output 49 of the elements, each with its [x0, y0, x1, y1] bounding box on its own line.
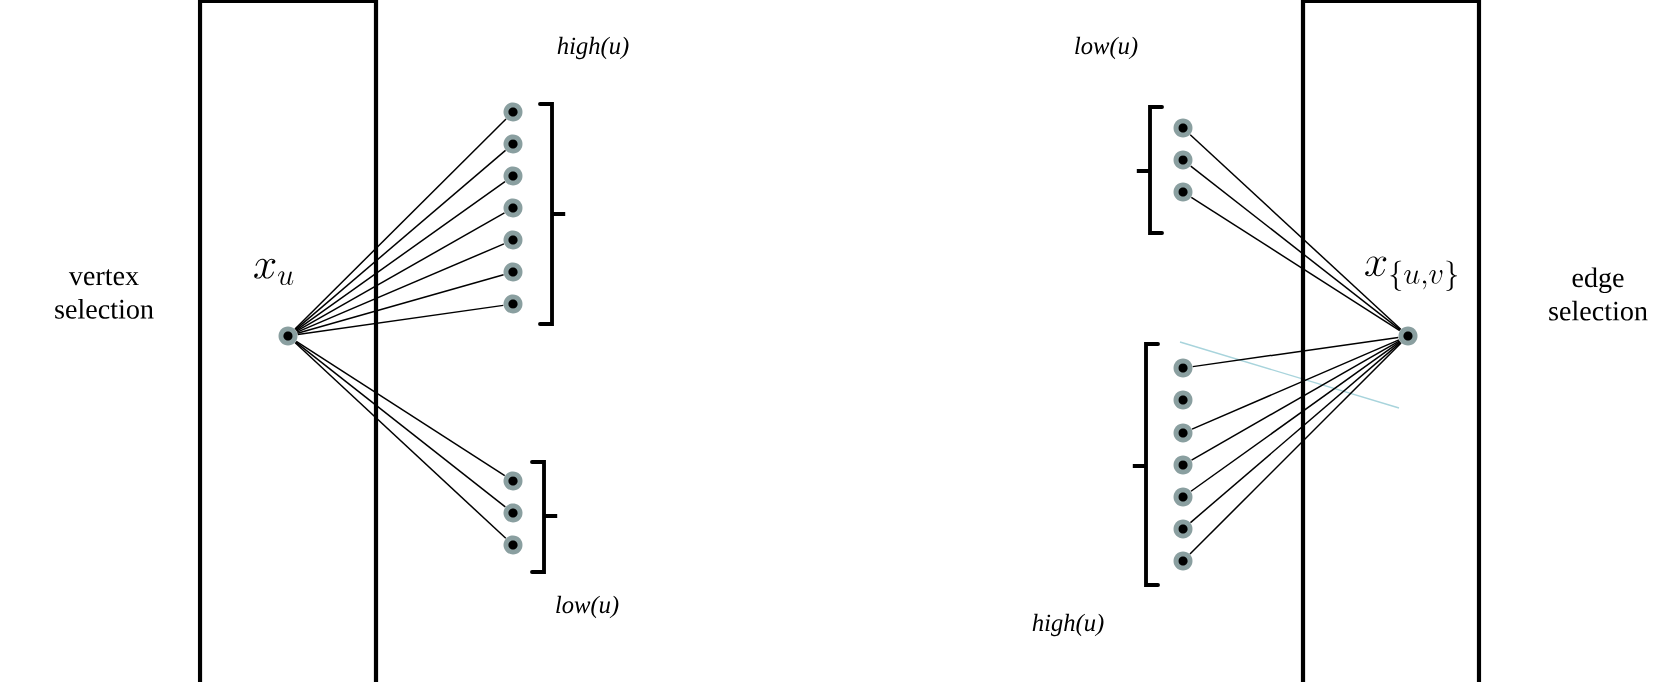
- connector-line: [1190, 341, 1401, 492]
- vertex-dot: [1173, 118, 1193, 138]
- vertex-dot: [1173, 455, 1193, 475]
- vertex-dot: [1173, 519, 1193, 539]
- vertex-dot: [503, 134, 523, 154]
- connector-line: [1191, 339, 1400, 430]
- connector-line: [295, 180, 506, 332]
- group-label: low(u): [556, 595, 619, 619]
- connector-line: [294, 149, 507, 331]
- vertex-dot: [1173, 358, 1193, 378]
- vertex-dot: [1173, 423, 1193, 443]
- selection-box: [1300, 0, 1482, 682]
- group-label: high(u): [557, 36, 629, 60]
- connector-line: [296, 273, 505, 335]
- side-label: edge selection: [1549, 267, 1648, 321]
- vertex-dot: [503, 198, 523, 218]
- vertex-dot: [503, 166, 523, 186]
- connector-line: [1190, 340, 1401, 461]
- connector-line: [296, 243, 505, 333]
- vertex-dot: [503, 471, 523, 491]
- vertex-dot: [503, 262, 523, 282]
- vertex-dot: [503, 230, 523, 250]
- connector-line: [1192, 336, 1399, 368]
- group-label: high(u): [1032, 613, 1104, 637]
- connector-line: [295, 340, 506, 477]
- group-label: low(u): [1075, 36, 1138, 60]
- vertex-dot: [503, 294, 523, 314]
- vertex-dot: [503, 102, 523, 122]
- connector-line: [294, 118, 507, 330]
- math-label: $x_{u}$: [254, 258, 294, 285]
- math-label: $x_{\{u,v\}}$: [1365, 256, 1458, 292]
- vertex-dot: [1173, 390, 1193, 410]
- vertex-dot: [1173, 551, 1193, 571]
- vertex-dot: [278, 326, 298, 346]
- vertex-dot: [503, 503, 523, 523]
- connector-line: [297, 304, 504, 336]
- vertex-dot: [1398, 326, 1418, 346]
- connector-line: [294, 341, 507, 540]
- vertex-dot: [1173, 150, 1193, 170]
- connector-line: [1189, 133, 1402, 331]
- connector-line: [295, 212, 506, 332]
- side-label: vertex selection: [55, 269, 154, 319]
- selection-box: [197, 0, 379, 682]
- connector-line: [1190, 196, 1401, 332]
- connector-line: [295, 341, 506, 508]
- vertex-dot: [1173, 182, 1193, 202]
- vertex-dot: [503, 535, 523, 555]
- vertex-dot: [1173, 487, 1193, 507]
- connector-line: [1190, 165, 1401, 331]
